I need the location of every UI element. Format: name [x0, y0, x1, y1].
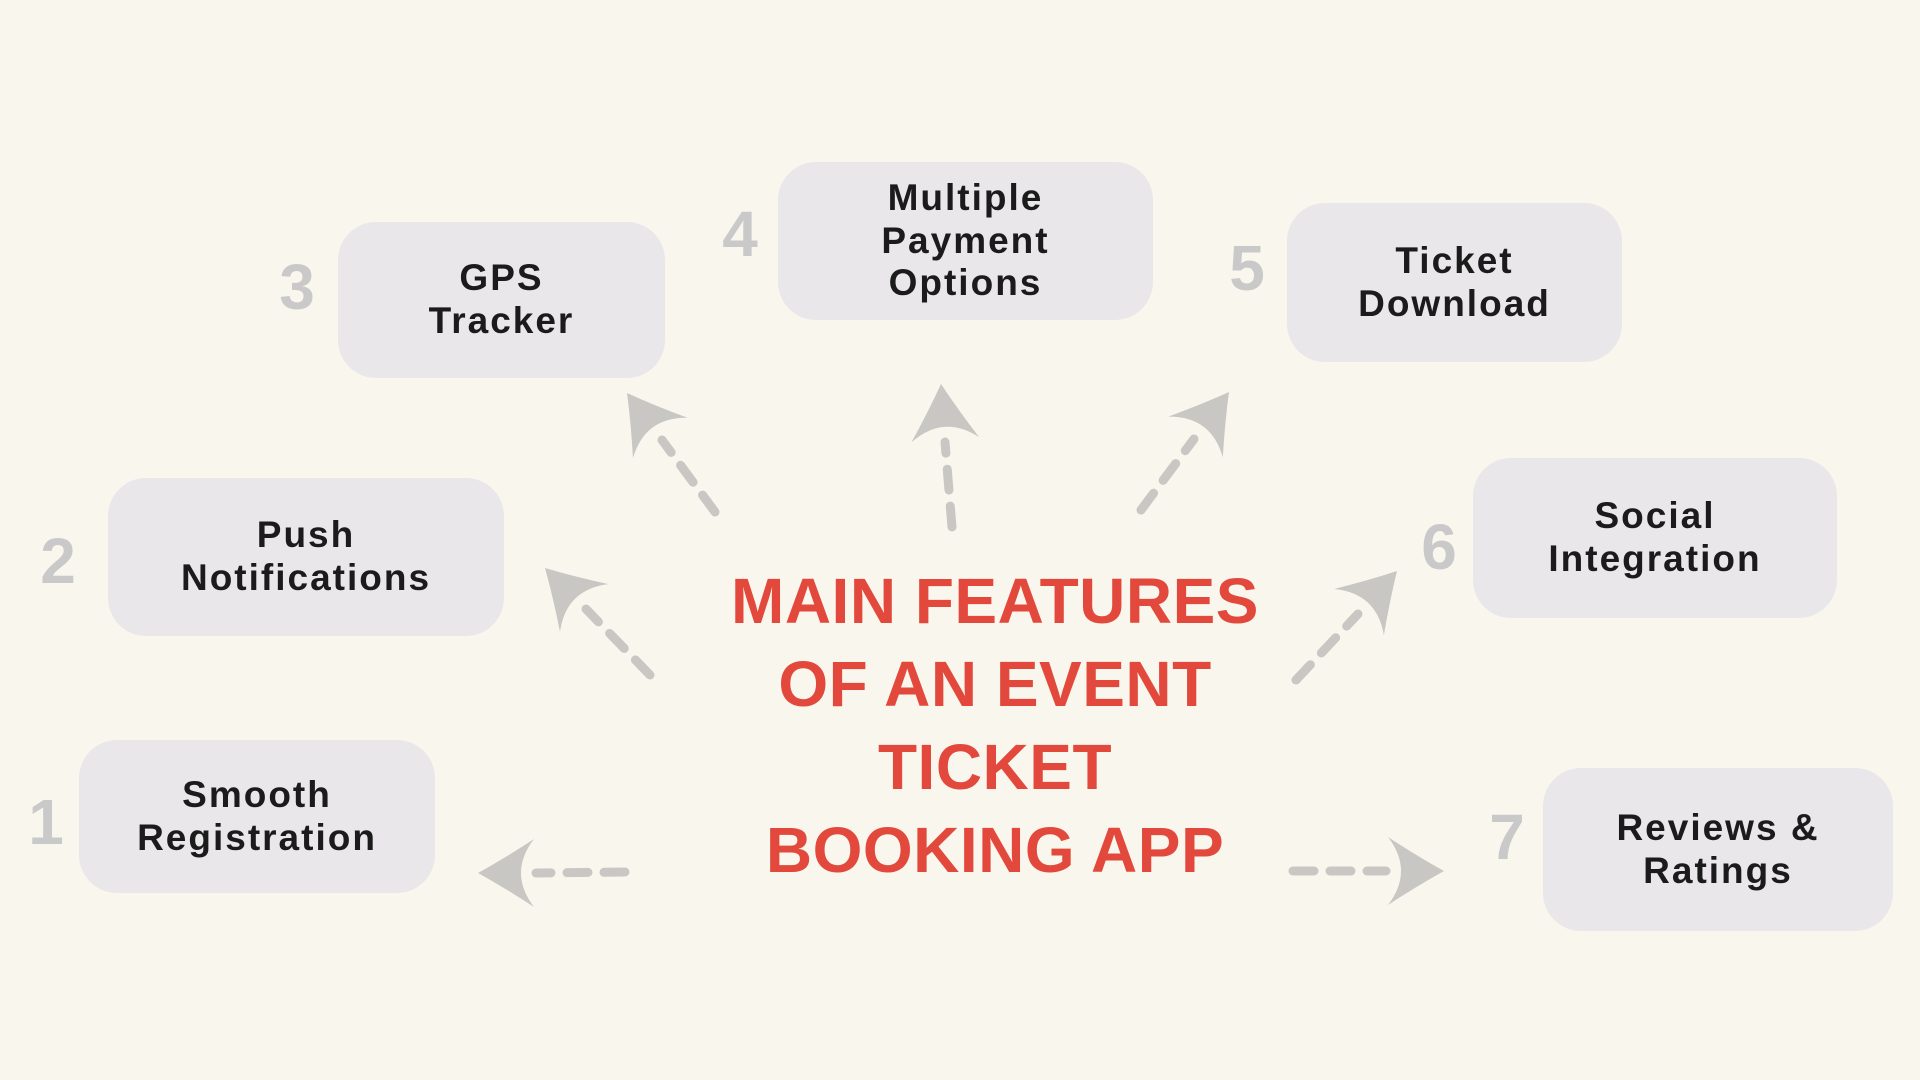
feature-label-line: Payment: [881, 219, 1050, 261]
feature-label-line: Ratings: [1643, 849, 1793, 891]
title-line: MAIN FEATURES: [731, 565, 1259, 637]
feature-label-line: Registration: [137, 816, 377, 858]
arrow-to-ticket-download: [1136, 392, 1229, 515]
arrow-to-smooth-registration: [478, 839, 630, 907]
feature-label-line: Smooth: [182, 773, 332, 815]
feature-label-line: Notifications: [180, 557, 432, 598]
feature-label-line: Reviews &: [1616, 806, 1820, 848]
title-line: TICKET: [877, 731, 1113, 803]
feature-number-6: 6: [1421, 511, 1457, 583]
feature-number-7: 7: [1489, 801, 1525, 873]
feature-label-line: Push: [256, 514, 356, 556]
arrow-to-push-notifications: [545, 568, 655, 680]
arrow-to-reviews-ratings: [1288, 837, 1444, 905]
feature-number-3: 3: [279, 251, 315, 323]
feature-label-line: Download: [1358, 282, 1551, 324]
feature-box-gps-tracker: GPS Tracker: [338, 222, 665, 378]
feature-box-smooth-registration: Smooth Registration: [79, 740, 435, 893]
title-line: OF AN EVENT: [778, 648, 1212, 720]
feature-label-line: Tracker: [428, 300, 575, 341]
arrow-to-social-integration: [1291, 571, 1397, 685]
feature-label-line: GPS: [459, 257, 544, 299]
feature-label-line: Ticket: [1395, 239, 1514, 281]
feature-box-multiple-payment-options: Multiple Payment Options: [778, 162, 1153, 320]
arrow-to-multiple-payment-options: [911, 384, 980, 532]
feature-number-4: 4: [722, 198, 758, 270]
feature-box-ticket-download: Ticket Download: [1287, 203, 1622, 362]
feature-label-line: Multiple: [887, 176, 1044, 218]
page-title: MAIN FEATURES OF AN EVENT TICKET BOOKING…: [675, 560, 1315, 892]
arrow-to-gps-tracker: [627, 393, 720, 517]
feature-number-1: 1: [28, 786, 64, 858]
feature-box-social-integration: Social Integration: [1473, 458, 1837, 618]
feature-number-2: 2: [40, 525, 76, 597]
title-line: BOOKING APP: [765, 814, 1225, 886]
feature-label-line: Integration: [1548, 538, 1762, 579]
feature-box-push-notifications: Push Notifications: [108, 478, 504, 636]
feature-box-reviews-ratings: Reviews & Ratings: [1543, 768, 1893, 931]
feature-label-line: Options: [888, 262, 1043, 304]
feature-number-5: 5: [1229, 232, 1265, 304]
feature-label-line: Social: [1594, 495, 1716, 537]
